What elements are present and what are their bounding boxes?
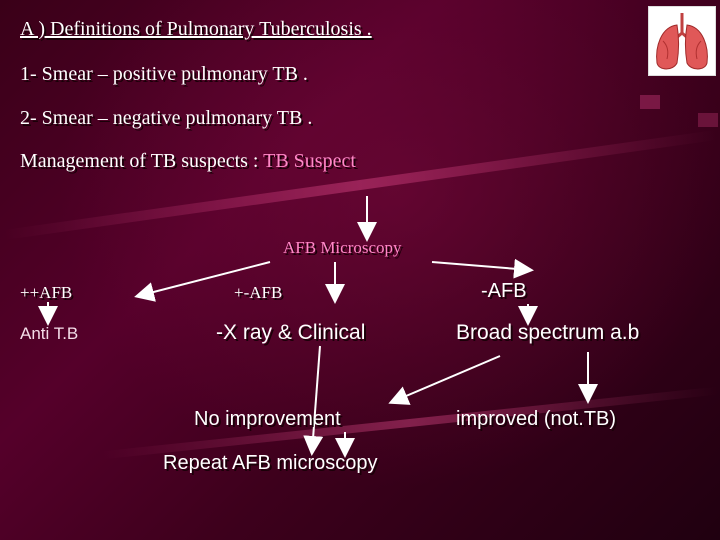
node-anti-tb: Anti T.B [20,324,79,343]
node-no-improvement: No improvement [194,408,341,430]
management-line: Management of TB suspects : TB Suspect [20,150,356,173]
slide-title: A ) Definitions of Pulmonary Tuberculosi… [20,18,372,40]
bg-mark [640,95,660,109]
node-improved: improved (not.TB) [456,408,617,430]
node-neg-afb: -AFB [481,280,527,302]
arrow-to-pos-afb [134,261,271,302]
bg-mark [698,113,718,127]
arrow-to-no-improvement [388,355,501,405]
node-xray-clinical: -X ray & Clinical [216,321,366,344]
node-plusminus-afb: +-AFB [234,283,283,302]
arrow-to-neg-afb [431,258,534,279]
definition-item-1: 1- Smear – positive pulmonary TB . [20,63,308,85]
node-repeat-afb: Repeat AFB microscopy [163,452,378,474]
node-pos-afb: ++AFB [20,283,73,302]
lungs-image [648,6,716,76]
tb-suspect-label: TB Suspect [263,150,356,172]
management-label: Management of TB suspects : [20,150,259,172]
arrow-xray-to-repeat [303,345,324,456]
node-broad-spectrum: Broad spectrum a.b [456,321,640,344]
bg-streak [2,129,718,241]
definition-item-2: 2- Smear – negative pulmonary TB . [20,107,313,129]
lungs-icon [656,13,708,70]
node-afb-microscopy: AFB Microscopy [283,238,402,257]
bg-streak [101,386,719,460]
